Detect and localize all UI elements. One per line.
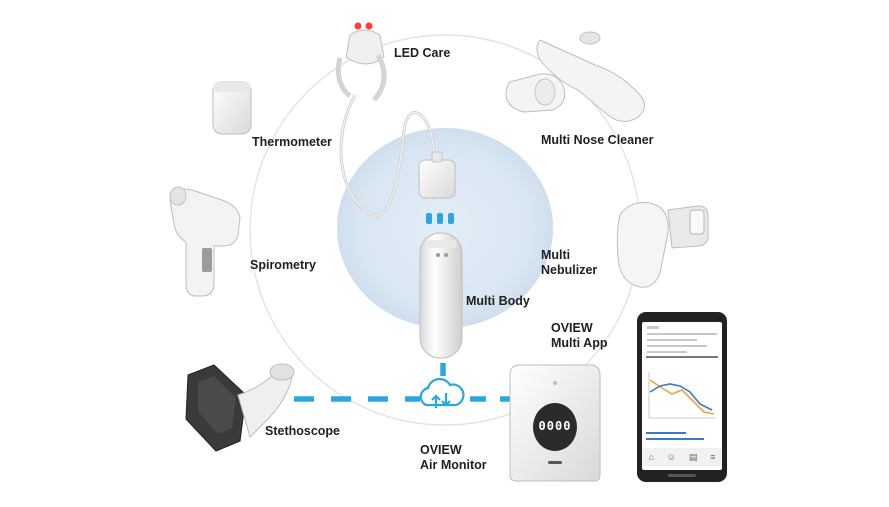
label-oview-air-monitor-line1: OVIEW xyxy=(420,443,462,457)
thermometer-device xyxy=(212,81,252,135)
chart-icon[interactable]: ▤ xyxy=(688,451,698,462)
label-oview-multi-app-line1: OVIEW xyxy=(551,321,593,335)
label-thermometer: Thermometer xyxy=(252,135,332,149)
oview-air-monitor-device xyxy=(509,364,601,482)
link-indicator xyxy=(426,213,454,224)
multi-nebulizer-device xyxy=(616,202,709,288)
center-halo xyxy=(337,128,553,328)
label-oview-multi-app-line2: Multi App xyxy=(551,336,608,350)
stethoscope-device xyxy=(185,363,295,452)
label-multi-nose-cleaner: Multi Nose Cleaner xyxy=(541,133,654,147)
spirometry-device xyxy=(169,186,241,297)
people-icon[interactable]: ☺ xyxy=(666,452,676,462)
label-multi-nebulizer-line1: Multi xyxy=(541,248,571,262)
label-oview-air-monitor: OVIEW Air Monitor xyxy=(420,443,530,473)
cloud-sync-icon xyxy=(419,377,465,408)
app-header xyxy=(647,326,717,353)
app-nav-bar: ⌂ ☺ ▤ ≡ xyxy=(642,450,722,464)
label-oview-multi-app: OVIEW Multi App xyxy=(551,321,661,351)
multi-nose-cleaner-device xyxy=(505,31,645,122)
label-multi-nebulizer-line2: Nebulizer xyxy=(541,263,598,277)
app-chart xyxy=(648,372,716,419)
air-monitor-display: 0000 xyxy=(536,419,574,433)
multi-body-device xyxy=(419,232,463,359)
home-icon[interactable]: ⌂ xyxy=(648,452,654,462)
label-multi-nebulizer: Multi Nebulizer xyxy=(541,248,651,278)
oview-multi-app-device xyxy=(637,312,727,482)
label-stethoscope: Stethoscope xyxy=(265,424,341,438)
led-care-device xyxy=(335,22,456,217)
label-led-care: LED Care xyxy=(394,46,451,60)
menu-icon[interactable]: ≡ xyxy=(710,452,716,462)
label-spirometry: Spirometry xyxy=(250,258,316,272)
connector-line xyxy=(262,363,510,402)
air-monitor-reading: 0000 xyxy=(538,419,572,433)
label-multi-body: Multi Body xyxy=(466,294,530,308)
label-oview-air-monitor-line2: Air Monitor xyxy=(420,458,487,472)
